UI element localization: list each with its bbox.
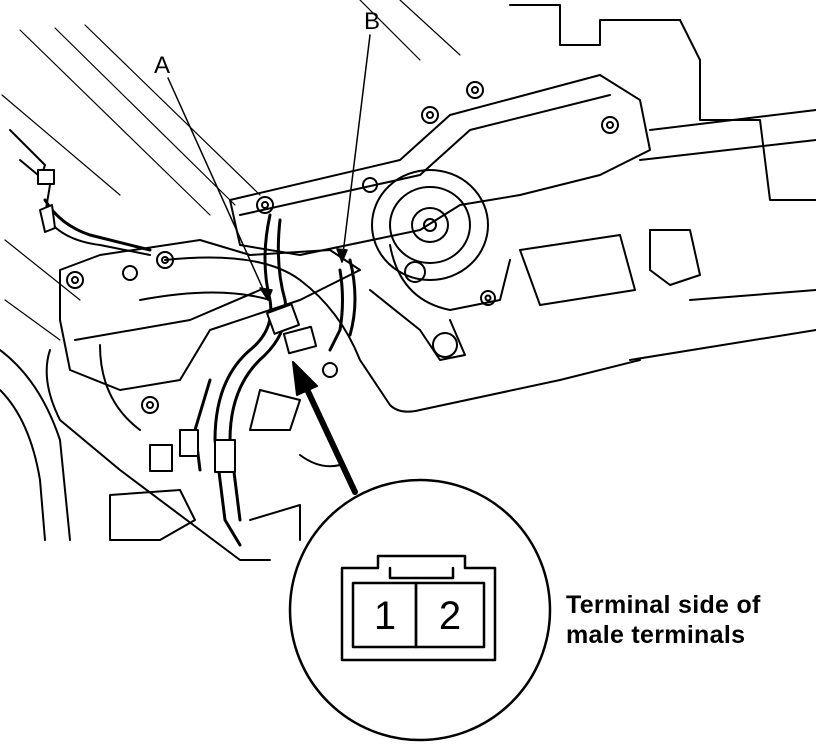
harness-connectors <box>37 169 318 473</box>
leader-b-arrow <box>336 248 348 263</box>
motor-assembly <box>369 169 511 361</box>
pin-label-2: 2 <box>438 594 462 638</box>
callout-label-a: A <box>154 52 171 79</box>
connector-face <box>340 554 497 662</box>
connector-pointer <box>292 361 358 495</box>
caption-line-1: Terminal side of <box>566 591 761 619</box>
caption: Terminal side of male terminals <box>566 590 761 650</box>
callout-leaders <box>167 34 371 301</box>
cable-guide <box>45 256 641 561</box>
leader-a-arrow <box>259 287 273 301</box>
leader-b <box>341 34 371 263</box>
leader-a <box>167 77 269 301</box>
background-panel-lines <box>1 0 461 341</box>
left-bracket <box>9 129 361 391</box>
upper-bracket <box>229 74 651 256</box>
pin-label-1: 1 <box>373 594 397 638</box>
lower-body <box>0 349 301 541</box>
callout-label-b: B <box>364 8 381 35</box>
caption-line-2: male terminals <box>566 621 746 649</box>
frame-right <box>509 4 816 361</box>
